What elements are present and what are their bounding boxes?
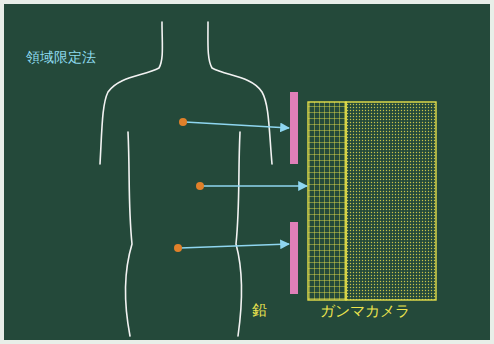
gamma-ray-arrow — [180, 122, 307, 248]
lead-shield — [290, 92, 298, 294]
gamma-camera — [308, 102, 436, 300]
title: 領域限定法 — [26, 50, 96, 65]
lead-label: 鉛 — [252, 302, 267, 319]
source-dot — [174, 118, 204, 252]
ground: 領域限定法鉛 ガンマカメラ — [4, 4, 490, 340]
body-outline — [100, 22, 272, 336]
camera-label: ガンマカメラ — [320, 303, 410, 320]
